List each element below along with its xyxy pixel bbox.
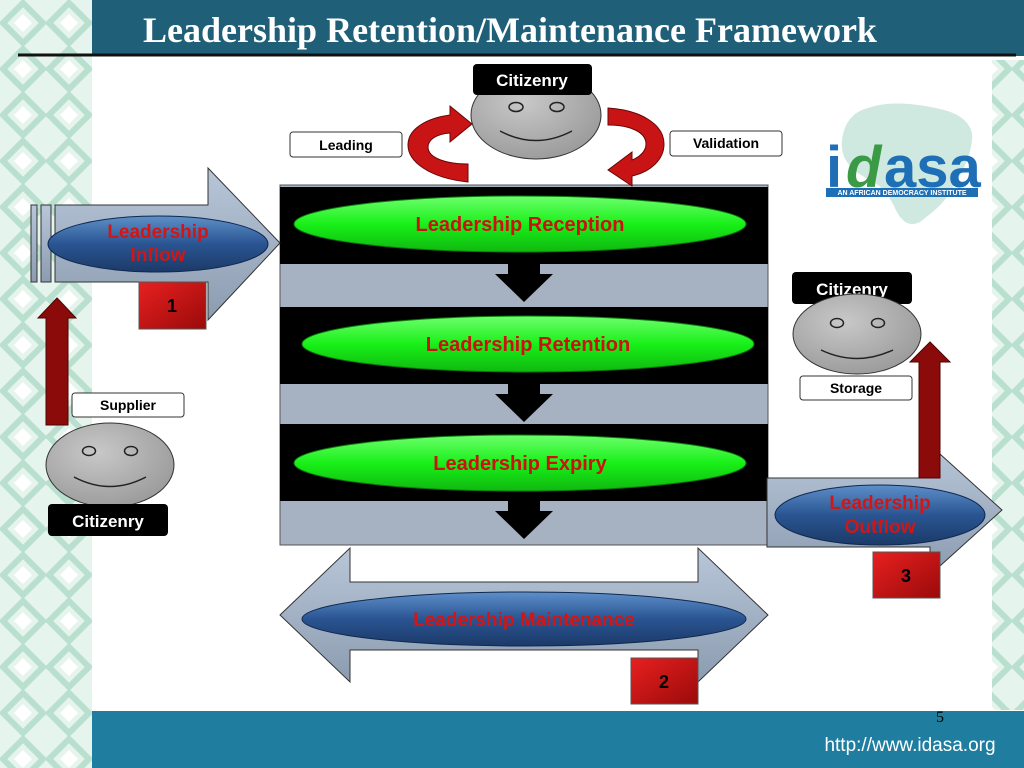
number-box-1: 1 <box>138 281 207 330</box>
svg-text:2: 2 <box>659 672 669 692</box>
idasa-logo: i d asa AN AFRICAN DEMOCRACY INSTITUTE <box>826 103 982 225</box>
svg-text:1: 1 <box>167 296 177 316</box>
page-title: Leadership Retention/Maintenance Framewo… <box>143 10 877 50</box>
svg-text:Validation: Validation <box>693 135 759 151</box>
header-bar <box>92 0 1024 56</box>
maintenance-ellipse[interactable]: Leadership Maintenance <box>301 591 747 647</box>
storage-label-box: Storage <box>799 375 913 401</box>
supplier-label-box: Supplier <box>71 392 185 418</box>
inflow-ellipse[interactable]: Leadership Inflow <box>47 215 269 273</box>
stage-reception[interactable]: Leadership Reception <box>293 195 747 253</box>
storage-citizenry-badge: Citizenry <box>792 272 912 304</box>
slide-number: 5 <box>936 709 944 726</box>
svg-text:Citizenry: Citizenry <box>496 71 568 90</box>
validation-curved-arrow <box>607 107 665 187</box>
validation-label-box: Validation <box>669 130 783 157</box>
number-box-2: 2 <box>630 657 699 705</box>
svg-text:Storage: Storage <box>830 380 882 396</box>
leading-label-box: Leading <box>289 131 403 158</box>
maintenance-label: Leadership Maintenance <box>413 610 635 631</box>
outflow-ellipse[interactable]: Leadership Outflow <box>774 484 986 546</box>
inflow-label-1: Leadership <box>107 222 208 243</box>
supplier-citizenry-face <box>45 422 175 508</box>
footer-url[interactable]: http://www.idasa.org <box>824 735 995 756</box>
logo-tagline: AN AFRICAN DEMOCRACY INSTITUTE <box>837 190 966 197</box>
leading-curved-arrow <box>407 104 473 183</box>
down-arrow-2 <box>495 384 553 422</box>
number-box-3: 3 <box>872 551 941 599</box>
inflow-label-2: Inflow <box>131 245 186 266</box>
logo-i: i <box>826 135 842 200</box>
stage-retention[interactable]: Leadership Retention <box>301 315 755 373</box>
outflow-label-2: Outflow <box>845 517 916 538</box>
supplier-citizenry-badge: Citizenry <box>48 504 168 536</box>
svg-text:Supplier: Supplier <box>100 397 157 413</box>
outflow-label-1: Leadership <box>829 493 930 514</box>
svg-text:3: 3 <box>901 566 911 586</box>
svg-text:Leading: Leading <box>319 137 373 153</box>
supplier-up-arrow <box>36 297 78 426</box>
svg-text:Citizenry: Citizenry <box>72 512 144 531</box>
stage-retention-label: Leadership Retention <box>426 334 630 356</box>
right-pattern <box>992 60 1024 710</box>
storage-up-arrow <box>908 341 952 479</box>
storage-citizenry-face <box>792 293 922 375</box>
stage-expiry-label: Leadership Expiry <box>433 453 607 475</box>
top-citizenry-badge: Citizenry <box>473 64 592 95</box>
stage-expiry[interactable]: Leadership Expiry <box>293 434 747 492</box>
stage-reception-label: Leadership Reception <box>416 214 625 236</box>
down-arrow-1 <box>495 264 553 302</box>
svg-text:Citizenry: Citizenry <box>816 280 888 299</box>
down-arrow-3 <box>495 501 553 539</box>
footer-bar <box>92 711 1024 768</box>
